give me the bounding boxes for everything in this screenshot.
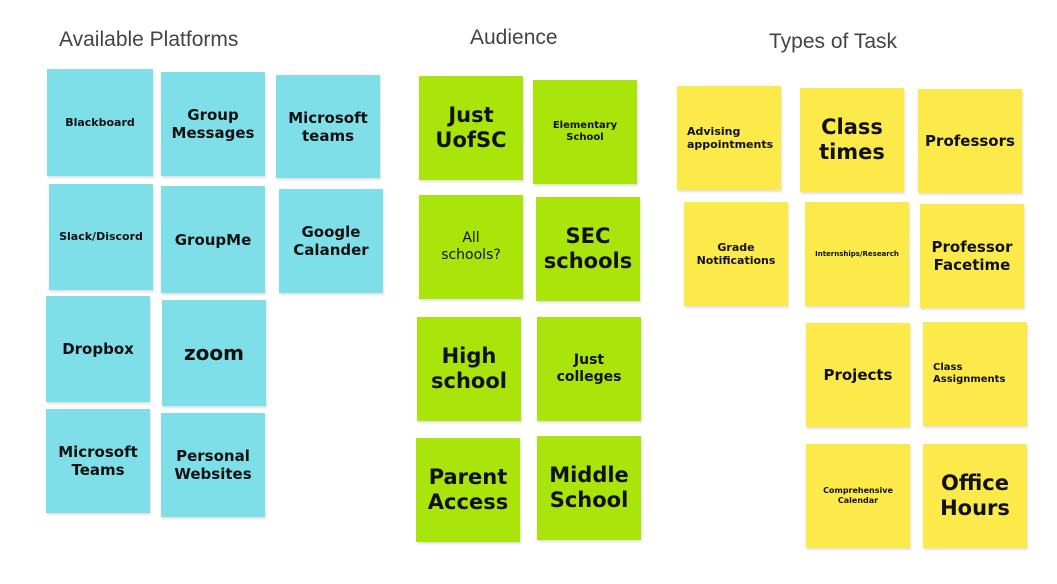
sticky-note-office-hours: Office Hours <box>923 444 1027 548</box>
sticky-note-high-school: High school <box>417 317 521 421</box>
sticky-note-dropbox: Dropbox <box>46 296 150 402</box>
sticky-note-advising-appointments: Advising appointments <box>677 86 781 190</box>
sticky-note-middle-school: Middle School <box>537 436 641 540</box>
sticky-note-blackboard: Blackboard <box>47 69 153 176</box>
sticky-note-class-times: Class times <box>800 88 904 192</box>
sticky-note-grade-notifications: Grade Notifications <box>684 202 788 306</box>
sticky-note-just-uofsc: Just UofSC <box>419 76 523 180</box>
sticky-note-all-schools: All schools? <box>419 195 523 299</box>
sticky-note-sec-schools: SEC schools <box>536 197 640 301</box>
sticky-note-personal-websites: Personal Websites <box>161 413 265 517</box>
sticky-note-internships-research: Internships/Research <box>805 202 909 306</box>
sticky-note-zoom: zoom <box>162 300 266 406</box>
sticky-note-just-colleges: Just colleges <box>537 317 641 421</box>
sticky-note-comprehensive-calendar: Comprehensive Calendar <box>806 444 910 548</box>
sticky-note-slack-discord: Slack/Discord <box>49 184 153 290</box>
sticky-note-google-calander: Google Calander <box>279 189 383 293</box>
sticky-note-professor-facetime: Professor Facetime <box>920 204 1024 308</box>
sticky-note-microsoft-teams-lower: Microsoft teams <box>276 75 380 178</box>
sticky-note-class-assignments: Class Assignments <box>923 322 1027 426</box>
tasks-heading: Types of Task <box>769 30 898 53</box>
sticky-note-group-messages: Group Messages <box>161 72 265 176</box>
sticky-note-groupme: GroupMe <box>161 186 265 293</box>
sticky-note-projects: Projects <box>806 323 910 427</box>
sticky-note-parent-access: Parent Access <box>416 438 520 542</box>
sticky-note-professors: Professors <box>918 89 1022 193</box>
platforms-heading: Available Platforms <box>59 28 239 51</box>
sticky-note-microsoft-teams: Microsoft Teams <box>46 409 150 513</box>
audience-heading: Audience <box>470 26 558 49</box>
sticky-note-elementary-school: Elementary School <box>533 80 637 184</box>
